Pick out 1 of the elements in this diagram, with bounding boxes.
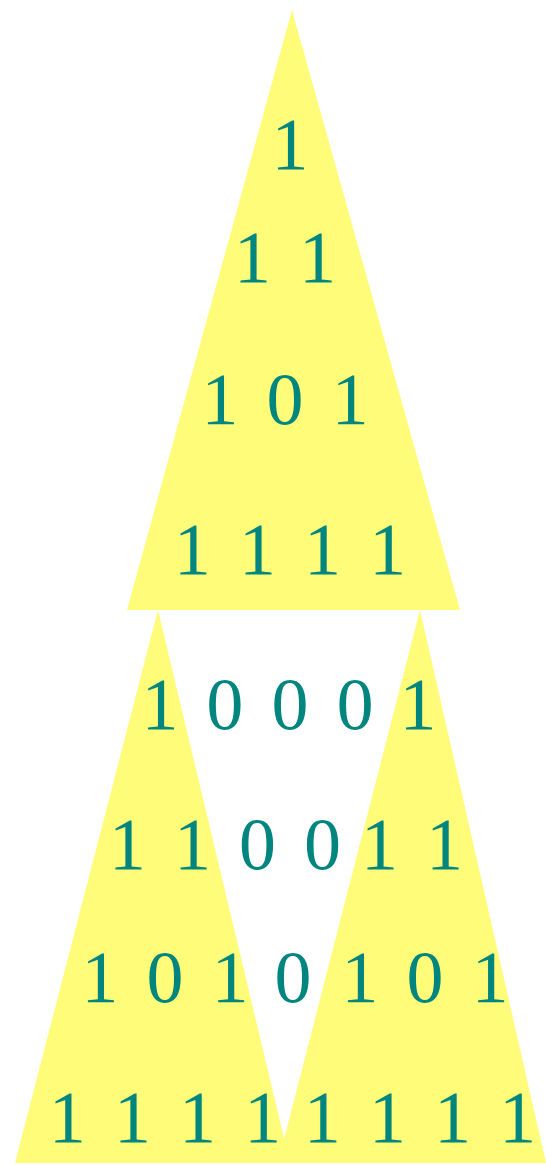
triangle: 1 1 1 1 0 1 1 1 1 1 <box>127 10 460 610</box>
